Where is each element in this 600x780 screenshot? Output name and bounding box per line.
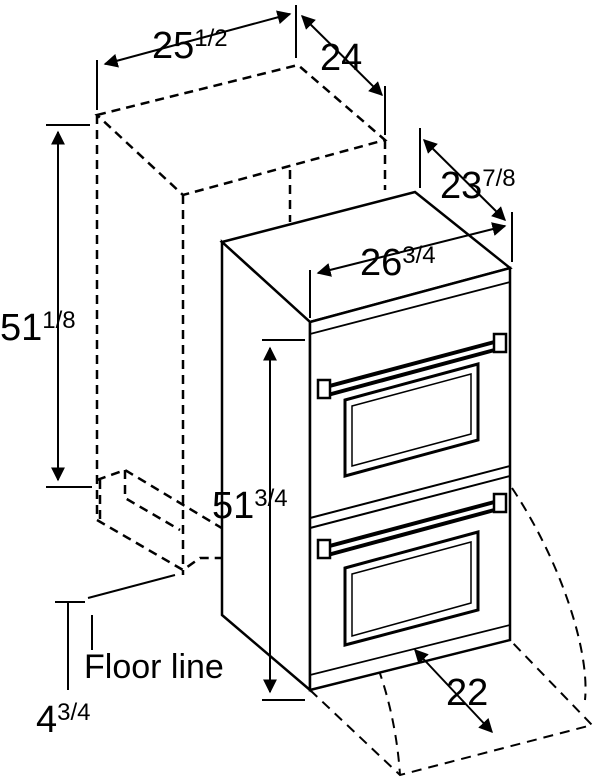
lower-door-window-outer [343,530,480,647]
upper-door-swing-arc [511,487,587,701]
oven-height-text: 513/4 [212,485,288,527]
cutout-width-text: 251/2 [152,25,228,67]
oven-frame-top [309,267,511,335]
upper-oven-door [316,332,508,478]
lower-door-handle [321,498,503,558]
upper-door-handle [321,338,503,398]
oven-width-text: 263/4 [360,242,436,284]
lower-handle-right-cap [492,492,508,514]
floor-line-label: Floor line [84,648,224,686]
cutout-bottom-edge [96,518,225,572]
door-divider [309,465,511,529]
oven-width-line [316,222,507,277]
oven-body [219,190,513,693]
cutout-depth-line [301,15,383,96]
cutout-height-text: 511/8 [0,307,76,349]
lower-oven-door [316,492,508,647]
oven-base-trim [309,624,511,676]
dimension-texts: 251/2 24 511/8 237/8 263/4 513/4 22 43/4… [0,25,516,741]
floor-offset-text: 43/4 [36,699,91,741]
door-clearance-line [414,648,493,734]
oven-depth-text: 237/8 [440,165,516,207]
oven-depth-line [423,139,506,221]
cutout-top-edge [94,63,388,197]
cutout-width-line [103,10,292,68]
cabinet-cutout [94,63,388,575]
lower-door-window-inner [351,541,472,637]
upper-handle-right-cap [492,332,508,354]
oven-left-side [220,239,312,693]
cutout-depth-text: 24 [320,37,362,79]
upper-door-window-inner [351,373,472,467]
dimension-lines [46,5,513,734]
upper-door-window-outer [343,362,480,478]
toekick-platform [96,468,226,532]
floor-offset-ext-top [87,574,176,599]
upper-handle-left-cap [316,378,332,400]
door-clearance-text: 22 [446,672,488,714]
lower-handle-left-cap [316,538,332,560]
